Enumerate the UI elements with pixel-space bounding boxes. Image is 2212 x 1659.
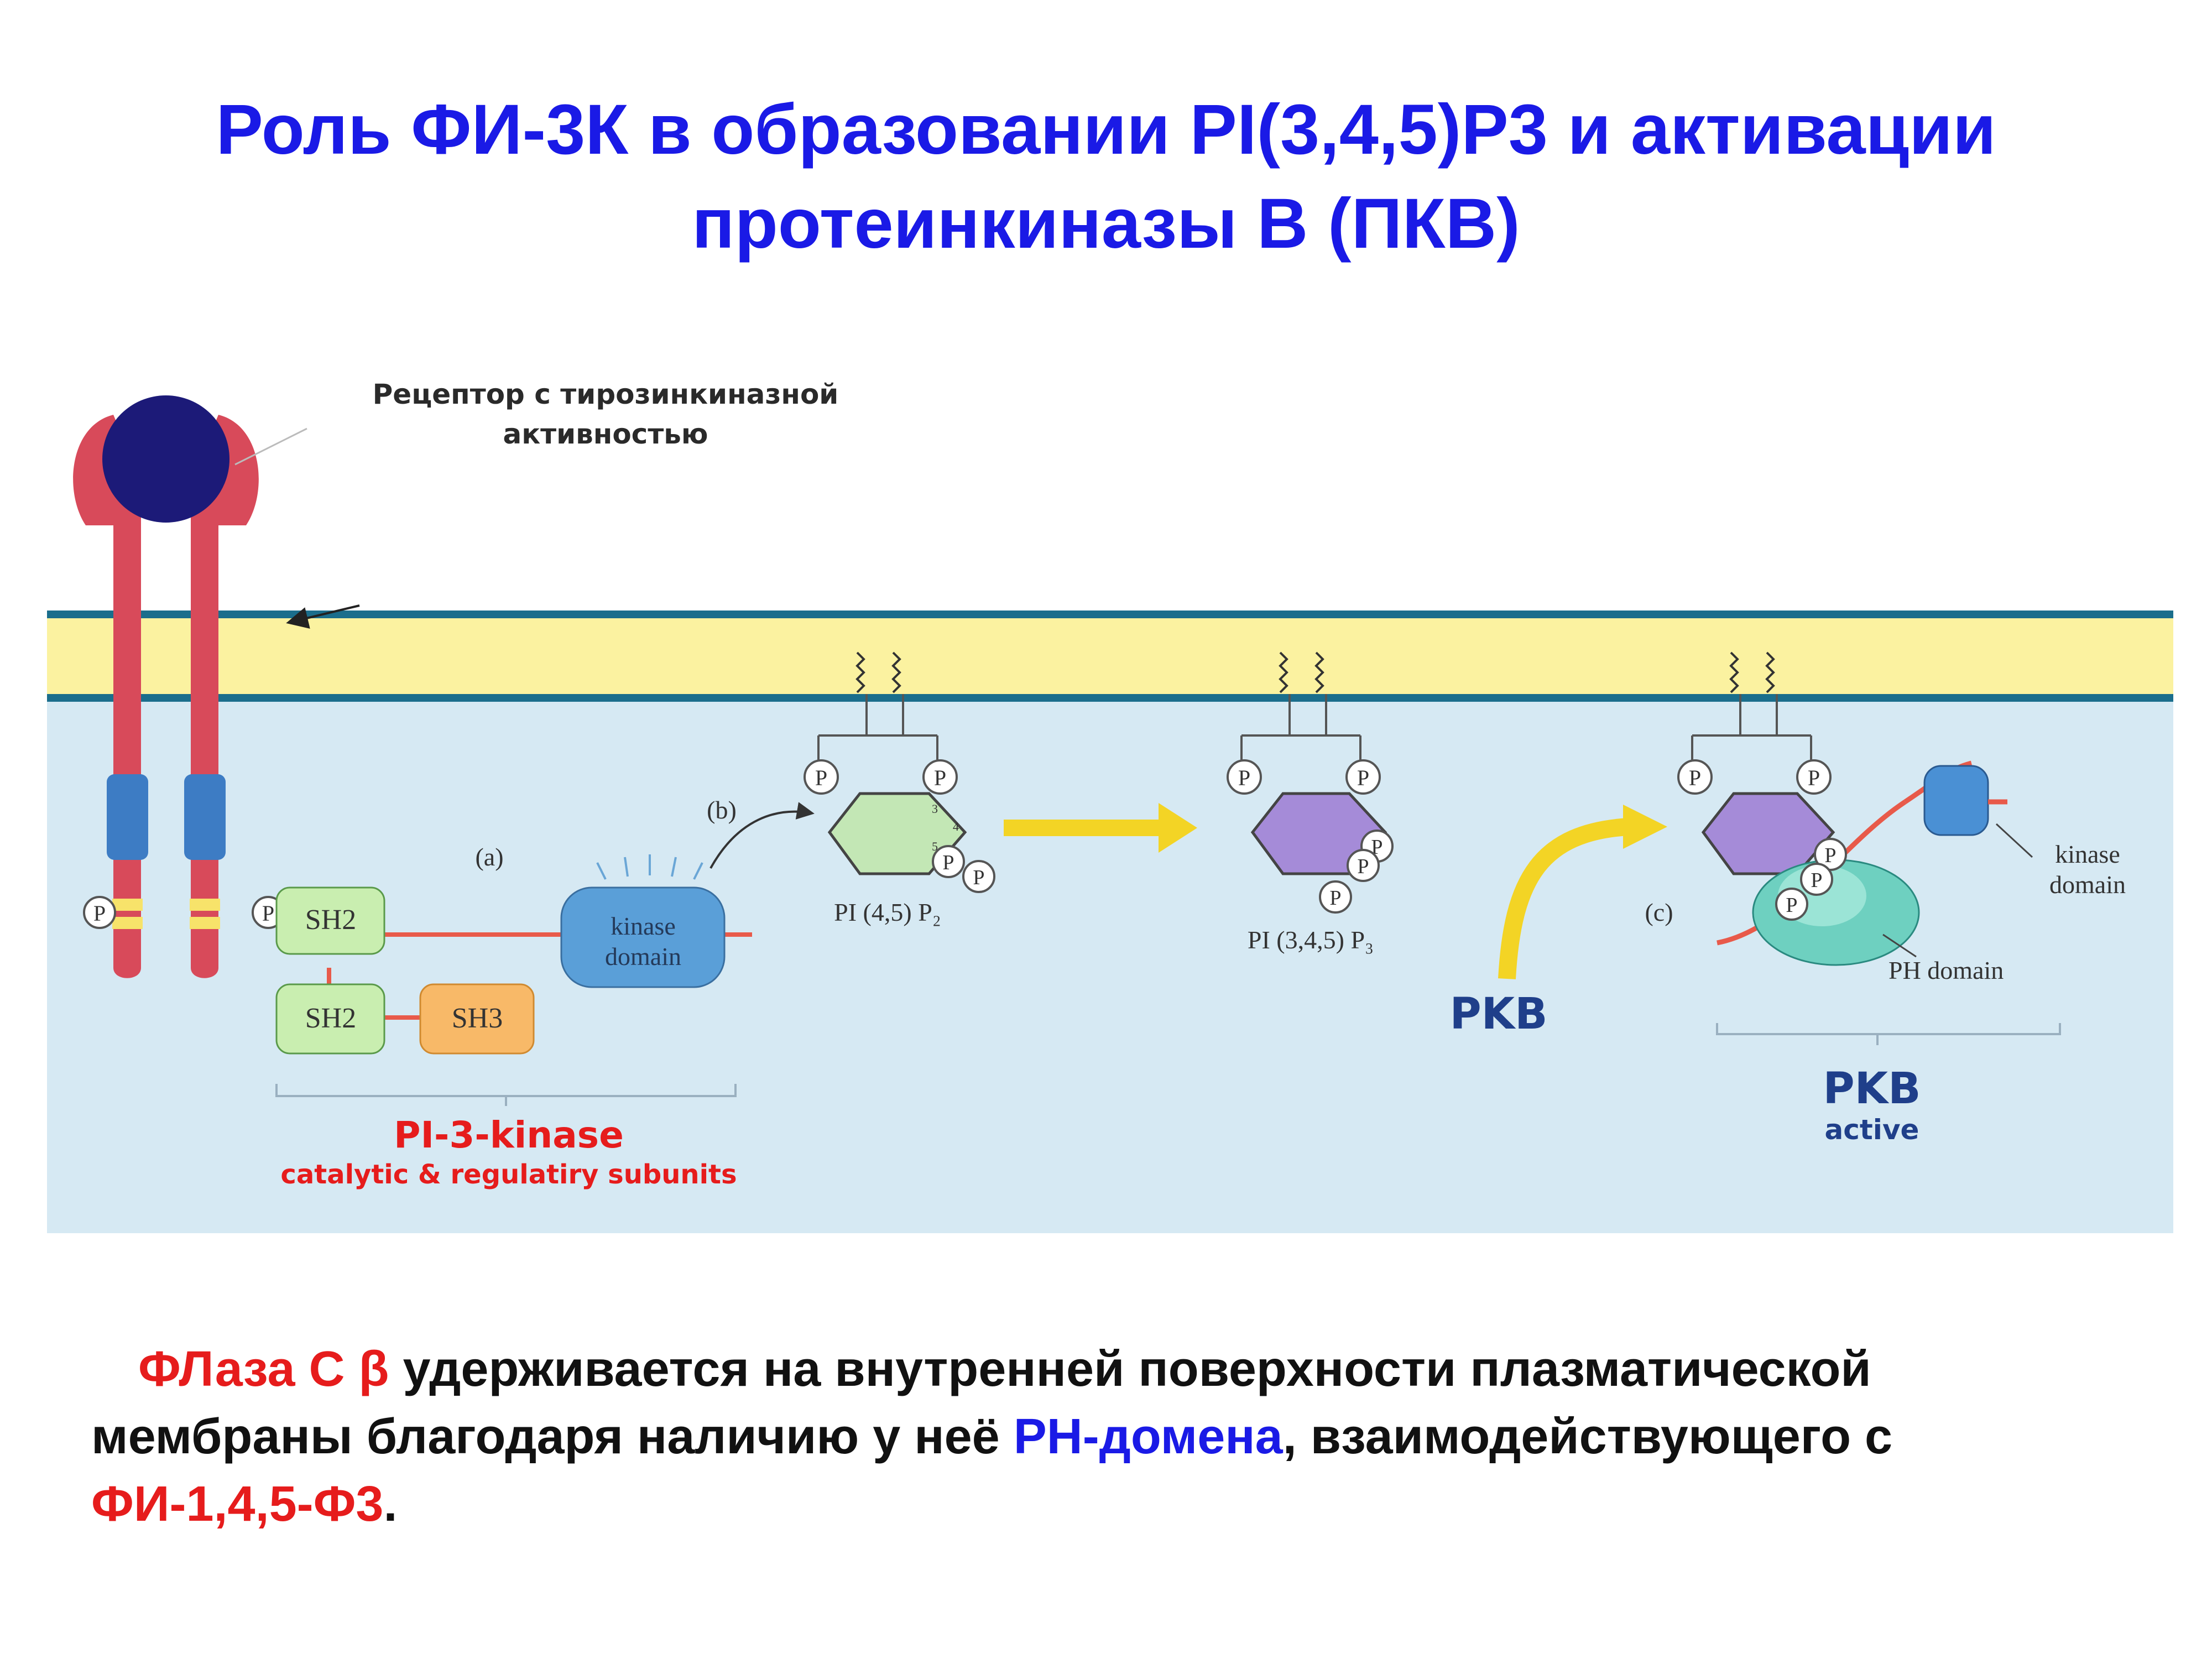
phosphate-label: P xyxy=(815,765,827,790)
caption-line-3-end: . xyxy=(384,1477,398,1532)
sh2-top-label: SH2 xyxy=(305,904,356,936)
step-a-label: (a) xyxy=(475,843,503,871)
membrane-inner-edge xyxy=(47,694,2173,702)
pkb-active-sublabel: active xyxy=(1825,1114,1919,1146)
right-kinase-label-2: domain xyxy=(2049,870,2126,899)
ph-domain-label: PH domain xyxy=(1888,956,2004,984)
ring-number: 3 xyxy=(932,802,938,816)
pi45p2-label: PI (4,5) P₂ xyxy=(834,898,941,926)
pkb-inactive-label: PKB xyxy=(1449,989,1547,1039)
phosphate-label: P xyxy=(934,765,946,790)
sh3-label: SH3 xyxy=(452,1003,503,1034)
receptor-kinase-block-right xyxy=(184,774,226,860)
caption-line-2: мембраны благодаря наличию у неё PH-доме… xyxy=(91,1403,2137,1470)
ring-number: 4 xyxy=(953,820,959,833)
caption-line-1-text: удерживается на внутренней поверхности п… xyxy=(389,1342,1871,1397)
receptor-kinase-block-left xyxy=(107,774,148,860)
membrane-outer-edge xyxy=(47,611,2173,618)
receptor-label-line-2: активностью xyxy=(503,418,708,450)
kinase-domain-label-1: kinase xyxy=(611,912,676,940)
active-kinase-domain-shape xyxy=(1924,766,1988,835)
pi345p3-label: PI (3,4,5) P₃ xyxy=(1248,926,1374,954)
caption-line-2-end: , взаимодействующего с xyxy=(1283,1409,1892,1464)
caption-plc-beta: ФЛаза С β xyxy=(138,1342,389,1397)
phosphate-label: P xyxy=(93,901,106,926)
ligand-ball xyxy=(102,395,229,523)
phosphate-label: P xyxy=(1824,844,1836,867)
caption-line-1: ФЛаза С β удерживается на внутренней пов… xyxy=(91,1335,2137,1403)
pi3k-pkb-diagram: P P Рецептор с тирозинкиназной активност… xyxy=(47,382,2173,1233)
caption-pip3: ФИ-1,4,5-Ф3 xyxy=(91,1477,384,1532)
slide-title-line-2: протеинкиназы В (ПКВ) xyxy=(0,174,2212,274)
phosphate-label: P xyxy=(262,901,274,926)
pi3k-subtitle: catalytic & regulatiry subunits xyxy=(280,1159,737,1190)
caption-text: ФЛаза С β удерживается на внутренней пов… xyxy=(91,1335,2137,1538)
step-b-label: (b) xyxy=(707,796,737,824)
receptor-label-line-1: Рецептор с тирозинкиназной xyxy=(373,382,839,410)
phosphate-label: P xyxy=(1811,869,1822,892)
plasma-membrane xyxy=(47,614,2173,700)
kinase-domain-label-2: domain xyxy=(605,942,681,971)
caption-ph-domain: PH-домена xyxy=(1014,1409,1283,1464)
phosphate-label: P xyxy=(1689,765,1701,790)
phosphate-label: P xyxy=(1238,765,1250,790)
caption-line-3: ФИ-1,4,5-Ф3. xyxy=(91,1470,2137,1538)
phosphate-label: P xyxy=(1329,886,1341,910)
phosphate-label: P xyxy=(1808,765,1820,790)
phosphate-label: P xyxy=(1786,894,1797,917)
sh2-bottom-label: SH2 xyxy=(305,1003,356,1034)
pi3k-title: PI-3-kinase xyxy=(394,1114,624,1156)
caption-line-2-start: мембраны благодаря наличию у неё xyxy=(91,1409,1014,1464)
step-c-label: (c) xyxy=(1645,898,1673,926)
phosphate-label: P xyxy=(942,851,954,874)
right-kinase-label-1: kinase xyxy=(2055,840,2120,868)
diagram-svg: P P Рецептор с тирозинкиназной активност… xyxy=(47,382,2173,1233)
phosphate-label: P xyxy=(973,866,984,889)
phosphate-label: P xyxy=(1357,855,1369,878)
pkb-active-label: PKB xyxy=(1823,1064,1921,1114)
slide-title-line-1: Роль ФИ-3К в образовании PI(3,4,5)P3 и а… xyxy=(0,80,2212,180)
phosphate-label: P xyxy=(1357,765,1369,790)
